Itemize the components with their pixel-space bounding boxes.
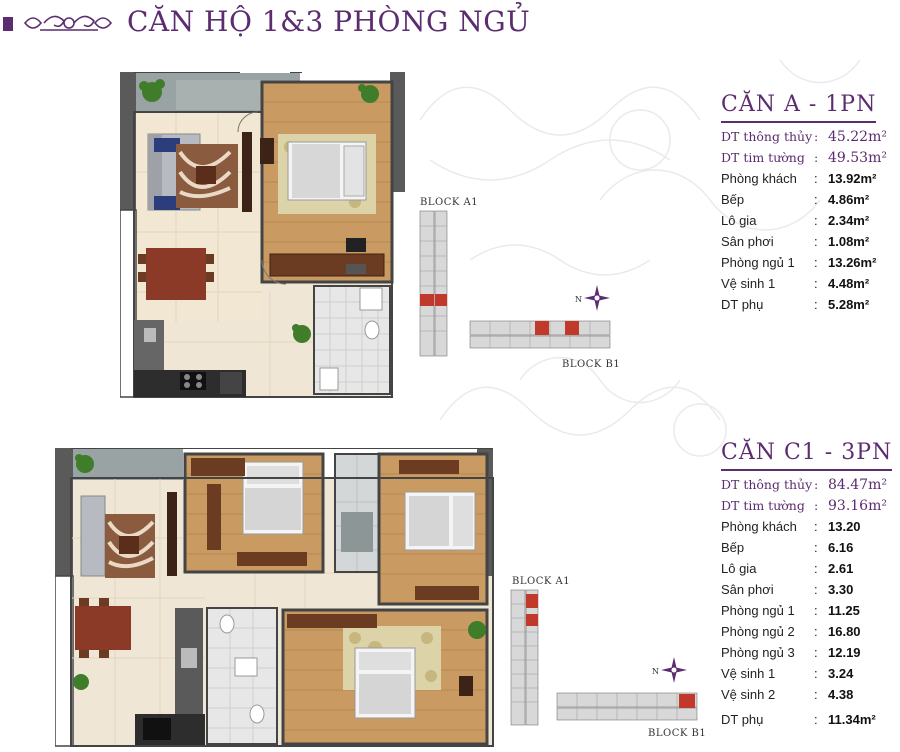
unit-c1-specs: CĂN C1 - 3PN DT thông thủy:84.47m² DT ti…	[721, 440, 893, 733]
spec-row: Phòng khách:13.20	[721, 519, 861, 534]
site-plan-a	[419, 210, 611, 357]
floor-plan-unit-a	[120, 72, 405, 398]
spec-row: Phòng ngủ 1:11.25	[721, 603, 860, 618]
spec-row: Phòng ngủ 1:13.26m²	[721, 255, 877, 270]
spec-label: Sân phơi	[721, 582, 774, 597]
title-bar: CĂN HỘ 1&3 PHÒNG NGỦ	[0, 0, 900, 44]
spec-label: DT tim tường	[721, 150, 805, 165]
spec-value: 93.16m²	[828, 498, 887, 514]
spec-label: Phòng ngủ 2	[721, 624, 795, 639]
unit-c1-heading: CĂN C1 - 3PN	[721, 440, 893, 471]
compass-label: N	[575, 295, 582, 304]
spec-value: 16.80	[828, 624, 861, 639]
spec-value: 11.34m²	[828, 712, 876, 727]
spec-value: 6.16	[828, 540, 854, 555]
spec-value: 4.86m²	[828, 192, 870, 207]
spec-row: Phòng khách:13.92m²	[721, 171, 877, 186]
spec-value: 2.34m²	[828, 213, 870, 228]
spec-row: Sân phơi:3.30	[721, 582, 854, 597]
spec-label: DT tim tường	[721, 498, 805, 513]
block-b1-label-c: BLOCK B1	[648, 728, 707, 739]
spec-label: Lô gia	[721, 561, 757, 576]
spec-value: 1.08m²	[828, 234, 870, 249]
spec-label: Lô gia	[721, 213, 757, 228]
spec-value: 13.26m²	[828, 255, 877, 270]
ornament-icon	[23, 15, 113, 31]
spec-value: 4.38	[828, 687, 854, 702]
spec-label: Phòng ngủ 1	[721, 603, 795, 618]
spec-row: Bếp:6.16	[721, 540, 854, 555]
spec-label: Phòng khách	[721, 519, 797, 534]
spec-row: DT phụ:11.34m²	[721, 712, 876, 727]
unit-a-room-rows: Phòng khách:13.92m² Bếp:4.86m² Lô gia:2.…	[721, 171, 887, 318]
spec-value: 3.30	[828, 582, 854, 597]
spec-row: Sân phơi:1.08m²	[721, 234, 870, 249]
spec-value: 13.20	[828, 519, 861, 534]
spec-row: DT phụ:5.28m²	[721, 297, 870, 312]
unit-a-area-rows: DT thông thủy:45.22m² DT tim tường:49.53…	[721, 129, 887, 171]
title-square-icon	[3, 17, 13, 31]
spec-label: Vệ sinh 1	[721, 666, 776, 681]
spec-row: DT tim tường:49.53m²	[721, 150, 887, 166]
spec-row: Bếp:4.86m²	[721, 192, 870, 207]
spec-row: Phòng ngủ 2:16.80	[721, 624, 861, 639]
spec-value: 4.48m²	[828, 276, 870, 291]
block-a1-label-c: BLOCK A1	[512, 576, 571, 587]
spec-value: 13.92m²	[828, 171, 877, 186]
floor-plan-unit-c1	[55, 448, 494, 747]
spec-row: Lô gia:2.61	[721, 561, 854, 576]
site-plan-c	[510, 589, 698, 726]
spec-label: Phòng khách	[721, 171, 797, 186]
spec-label: Bếp	[721, 192, 745, 207]
block-b1-label: BLOCK B1	[562, 359, 621, 370]
spec-row: Vệ sinh 2:4.38	[721, 687, 854, 702]
spec-row: DT tim tường:93.16m²	[721, 498, 887, 514]
spec-value: 11.25	[828, 603, 860, 618]
spec-value: 84.47m²	[828, 477, 887, 493]
spec-row: Vệ sinh 1:3.24	[721, 666, 854, 681]
block-a1-label: BLOCK A1	[420, 197, 479, 208]
north-compass-icon-c: N	[652, 657, 687, 683]
spec-label: DT thông thủy	[721, 129, 813, 144]
spec-label: DT phụ	[721, 297, 764, 312]
spec-row: DT thông thủy:84.47m²	[721, 477, 887, 493]
spec-label: Bếp	[721, 540, 745, 555]
spec-value: 2.61	[828, 561, 854, 576]
spec-row: Phòng ngủ 3:12.19	[721, 645, 861, 660]
spec-row: Vệ sinh 1:4.48m²	[721, 276, 870, 291]
spec-label: DT thông thủy	[721, 477, 813, 492]
unit-a-specs: CĂN A - 1PN DT thông thủy:45.22m² DT tim…	[721, 92, 887, 318]
spec-label: Phòng ngủ 1	[721, 255, 795, 270]
spec-label: Sân phơi	[721, 234, 774, 249]
unit-a-heading: CĂN A - 1PN	[721, 92, 877, 123]
spec-label: DT phụ	[721, 712, 764, 727]
spec-row: Lô gia:2.34m²	[721, 213, 870, 228]
page-title: CĂN HỘ 1&3 PHÒNG NGỦ	[127, 5, 531, 38]
spec-value: 5.28m²	[828, 297, 870, 312]
compass-label-c: N	[652, 667, 659, 676]
unit-c1-area-rows: DT thông thủy:84.47m² DT tim tường:93.16…	[721, 477, 892, 519]
spec-value: 3.24	[828, 666, 854, 681]
spec-label: Vệ sinh 2	[721, 687, 776, 702]
spec-label: Phòng ngủ 3	[721, 645, 795, 660]
spec-value: 49.53m²	[828, 150, 887, 166]
unit-c1-room-rows: Phòng khách:13.20 Bếp:6.16 Lô gia:2.61 S…	[721, 519, 892, 733]
spec-value: 12.19	[828, 645, 861, 660]
north-compass-icon: N	[575, 285, 610, 311]
spec-row: DT thông thủy:45.22m²	[721, 129, 887, 145]
spec-label: Vệ sinh 1	[721, 276, 776, 291]
spec-value: 45.22m²	[828, 129, 887, 145]
